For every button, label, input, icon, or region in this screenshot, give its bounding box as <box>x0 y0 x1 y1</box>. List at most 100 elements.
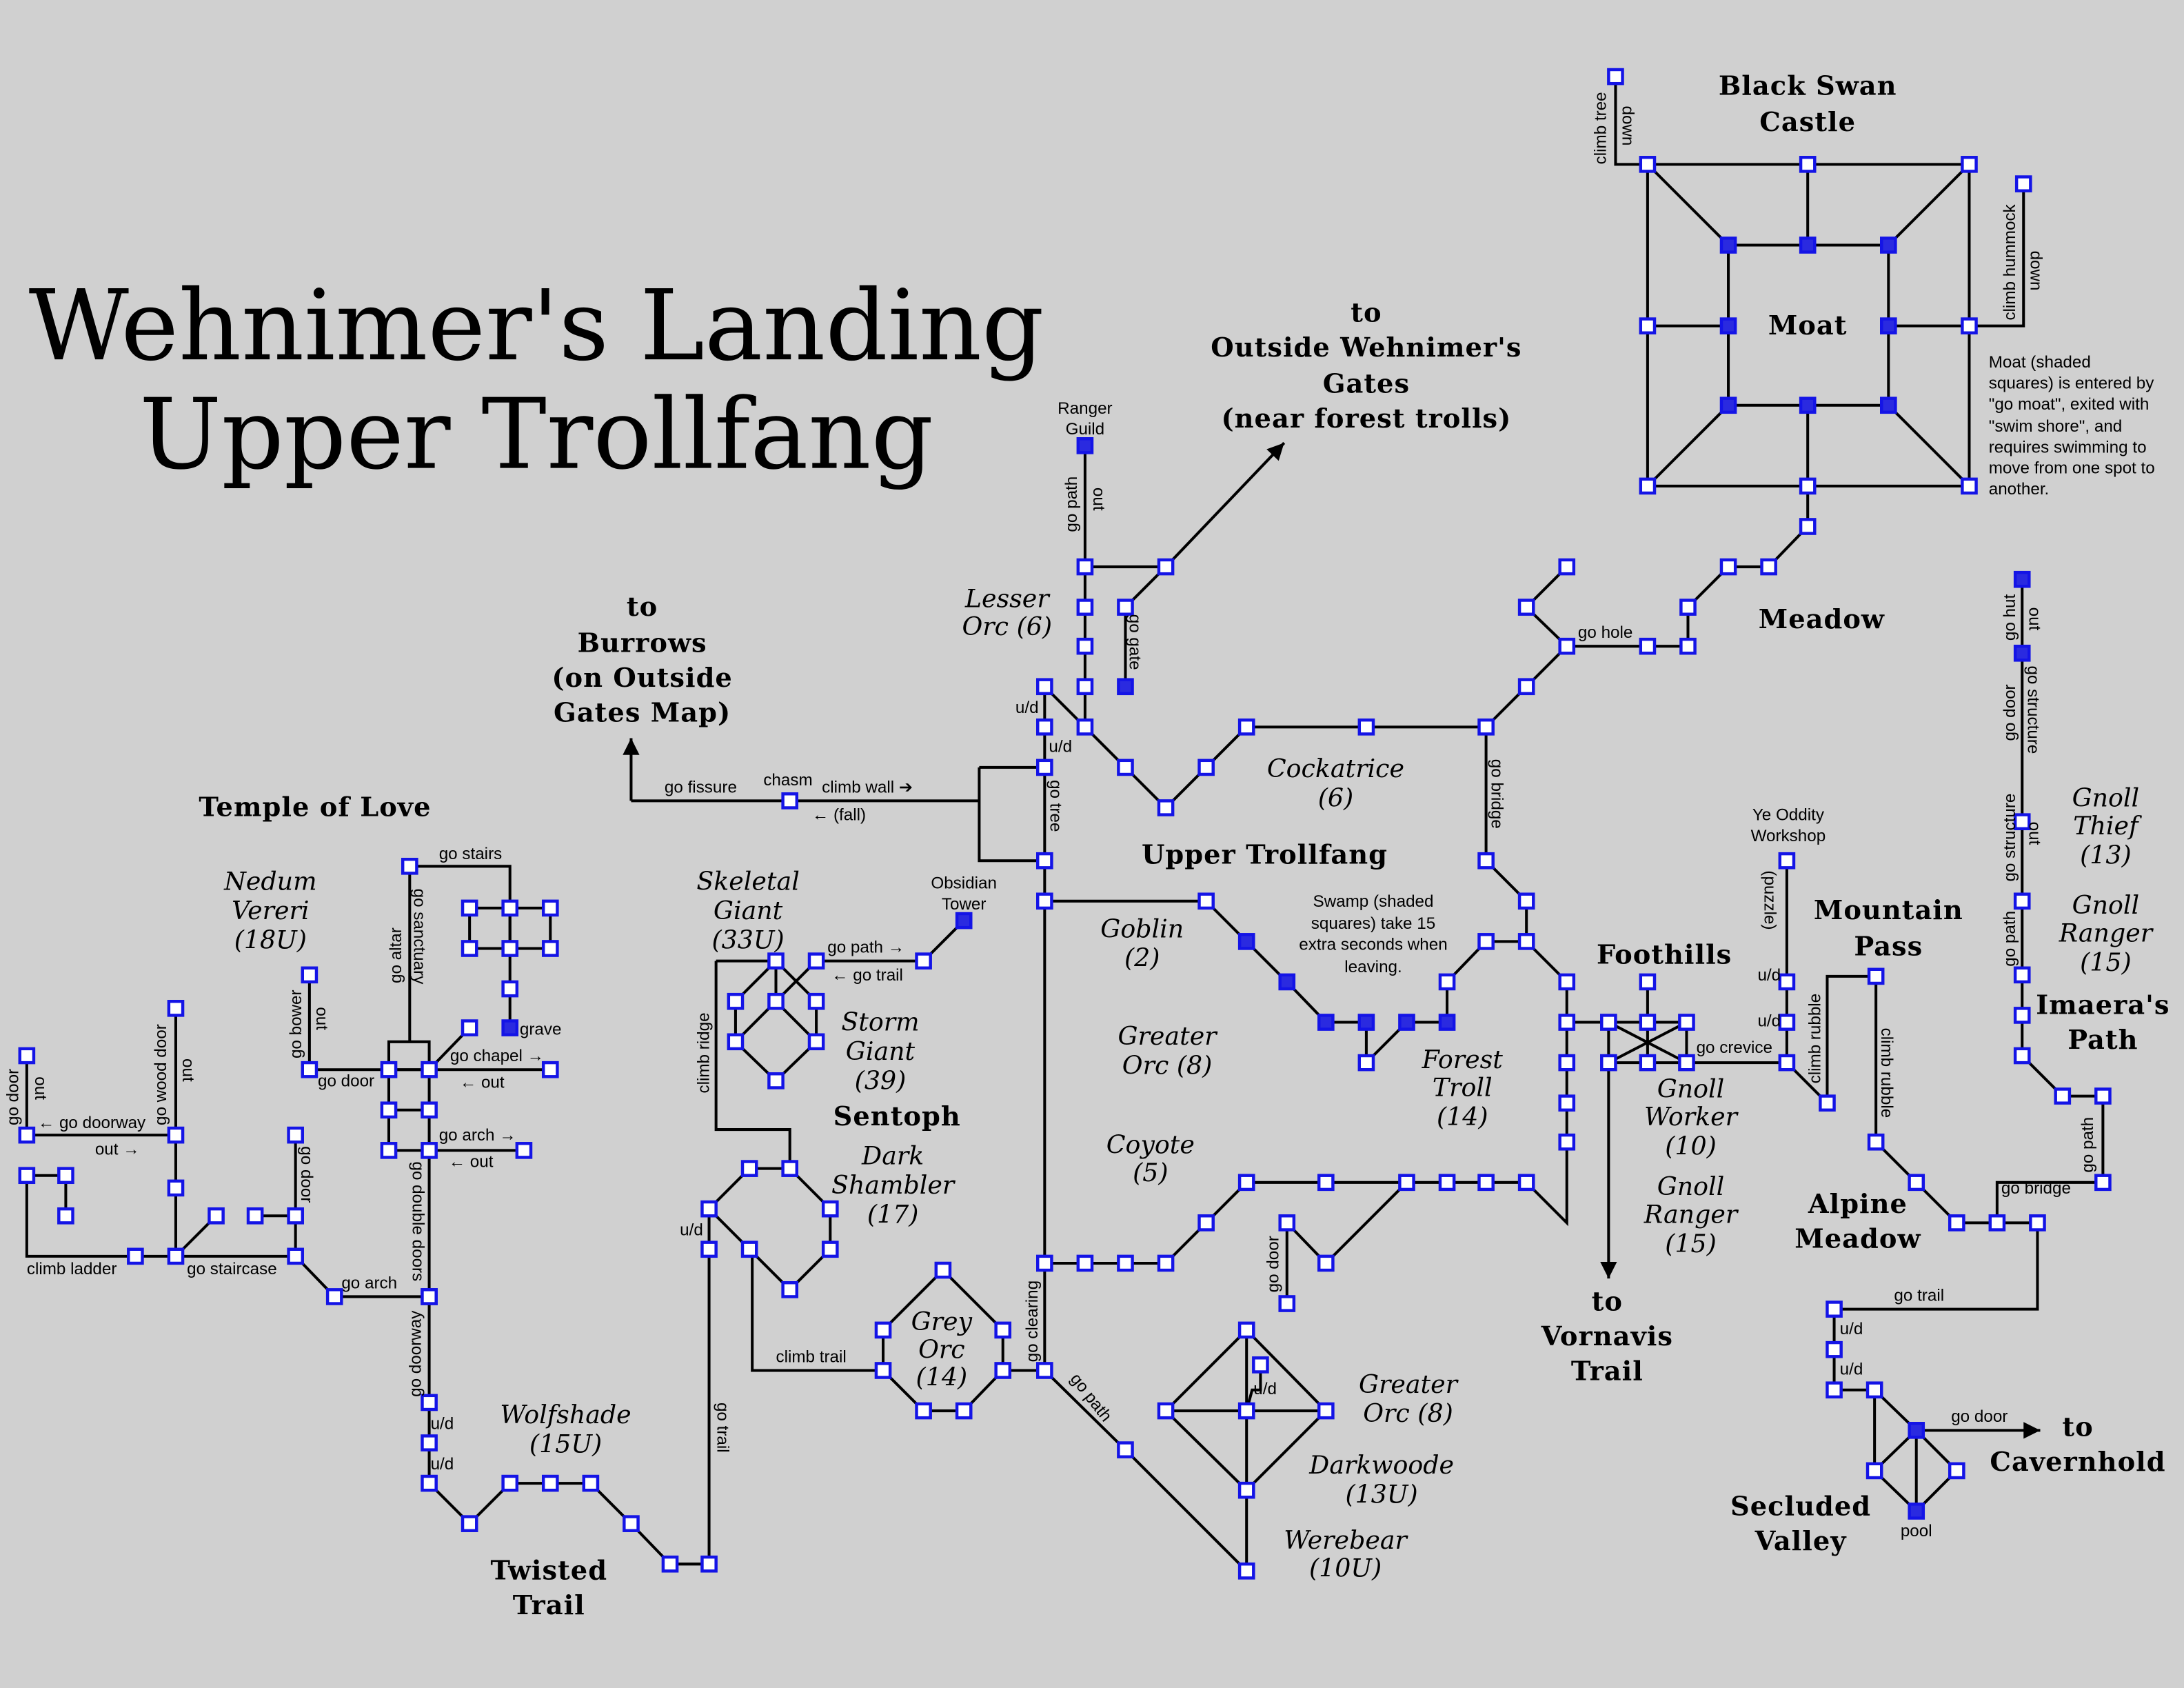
room[interactable] <box>1678 1054 1695 1072</box>
room[interactable] <box>1639 156 1657 173</box>
room[interactable] <box>1719 558 1737 576</box>
room[interactable] <box>994 1321 1012 1339</box>
room[interactable] <box>915 1402 932 1420</box>
room[interactable] <box>1076 599 1094 616</box>
room[interactable] <box>1558 1054 1576 1072</box>
room[interactable] <box>18 1047 36 1065</box>
room[interactable] <box>287 1247 304 1265</box>
room[interactable] <box>1237 1321 1255 1339</box>
room[interactable] <box>2014 175 2032 192</box>
room[interactable] <box>1036 678 1053 696</box>
room[interactable] <box>1477 1174 1495 1192</box>
room[interactable] <box>1778 973 1796 991</box>
room[interactable] <box>740 1240 758 1258</box>
room[interactable] <box>57 1207 74 1225</box>
room[interactable] <box>1948 1462 1965 1480</box>
room[interactable] <box>461 1019 478 1036</box>
room[interactable] <box>1317 1254 1335 1272</box>
room[interactable] <box>1517 599 1535 616</box>
room[interactable] <box>1778 852 1796 870</box>
room[interactable] <box>1639 637 1657 655</box>
room[interactable] <box>380 1101 398 1119</box>
room[interactable] <box>582 1474 600 1492</box>
room[interactable] <box>1799 477 1817 495</box>
room[interactable] <box>1357 719 1375 736</box>
room[interactable] <box>781 1160 799 1177</box>
shaded-room[interactable] <box>1317 1014 1335 1031</box>
room[interactable] <box>421 1434 438 1451</box>
room[interactable] <box>287 1126 304 1144</box>
shaded-room[interactable] <box>1880 396 1897 414</box>
room[interactable] <box>2013 1047 2031 1065</box>
room[interactable] <box>1961 317 1978 334</box>
room[interactable] <box>767 952 785 969</box>
room[interactable] <box>1317 1402 1335 1420</box>
room[interactable] <box>167 1000 185 1017</box>
shaded-room[interactable] <box>2013 644 2031 662</box>
room[interactable] <box>421 1288 438 1305</box>
room[interactable] <box>1076 637 1094 655</box>
room[interactable] <box>1477 852 1495 870</box>
shaded-room[interactable] <box>1908 1422 1925 1439</box>
room[interactable] <box>127 1247 144 1265</box>
room[interactable] <box>700 1200 718 1218</box>
room[interactable] <box>1639 1014 1657 1031</box>
room[interactable] <box>1607 68 1624 86</box>
room[interactable] <box>807 1033 825 1051</box>
room[interactable] <box>1157 799 1175 816</box>
room[interactable] <box>541 899 559 917</box>
room[interactable] <box>767 1072 785 1089</box>
room[interactable] <box>1639 973 1657 991</box>
room[interactable] <box>1438 1174 1456 1192</box>
room[interactable] <box>501 1474 519 1492</box>
room[interactable] <box>767 992 785 1010</box>
room[interactable] <box>1778 1014 1796 1031</box>
room[interactable] <box>727 1033 745 1051</box>
room[interactable] <box>1867 967 1885 985</box>
room[interactable] <box>421 1474 438 1492</box>
room[interactable] <box>2013 892 2031 910</box>
room[interactable] <box>700 1240 718 1258</box>
room[interactable] <box>1679 637 1697 655</box>
room[interactable] <box>1076 1254 1094 1272</box>
room[interactable] <box>1117 599 1134 616</box>
room[interactable] <box>1558 1094 1576 1112</box>
room[interactable] <box>541 1474 559 1492</box>
room[interactable] <box>807 952 825 969</box>
room[interactable] <box>1517 892 1535 910</box>
room[interactable] <box>208 1207 225 1225</box>
room[interactable] <box>461 1515 478 1532</box>
room[interactable] <box>301 1061 318 1078</box>
room[interactable] <box>1117 1441 1134 1458</box>
room[interactable] <box>955 1402 973 1420</box>
room[interactable] <box>167 1126 185 1144</box>
room[interactable] <box>1237 1563 1255 1580</box>
room[interactable] <box>1639 317 1657 334</box>
room[interactable] <box>301 966 318 984</box>
room[interactable] <box>1036 719 1053 736</box>
room[interactable] <box>421 1394 438 1411</box>
room[interactable] <box>1639 477 1657 495</box>
room[interactable] <box>1799 518 1817 535</box>
shaded-room[interactable] <box>1908 1503 1925 1520</box>
room[interactable] <box>461 899 478 917</box>
room[interactable] <box>1278 1214 1296 1232</box>
room[interactable] <box>661 1555 679 1573</box>
room[interactable] <box>1357 1054 1375 1072</box>
room[interactable] <box>727 992 745 1010</box>
room[interactable] <box>325 1288 343 1305</box>
room[interactable] <box>401 857 418 875</box>
room[interactable] <box>1760 558 1777 576</box>
room[interactable] <box>2013 813 2031 831</box>
room[interactable] <box>700 1555 718 1573</box>
room[interactable] <box>1237 1402 1255 1420</box>
shaded-room[interactable] <box>1719 396 1737 414</box>
room[interactable] <box>1237 719 1255 736</box>
room[interactable] <box>167 1247 185 1265</box>
room[interactable] <box>1600 1014 1617 1031</box>
room[interactable] <box>874 1362 892 1379</box>
shaded-room[interactable] <box>955 912 973 930</box>
room[interactable] <box>1278 1295 1296 1312</box>
shaded-room[interactable] <box>1799 396 1817 414</box>
room[interactable] <box>246 1207 264 1225</box>
